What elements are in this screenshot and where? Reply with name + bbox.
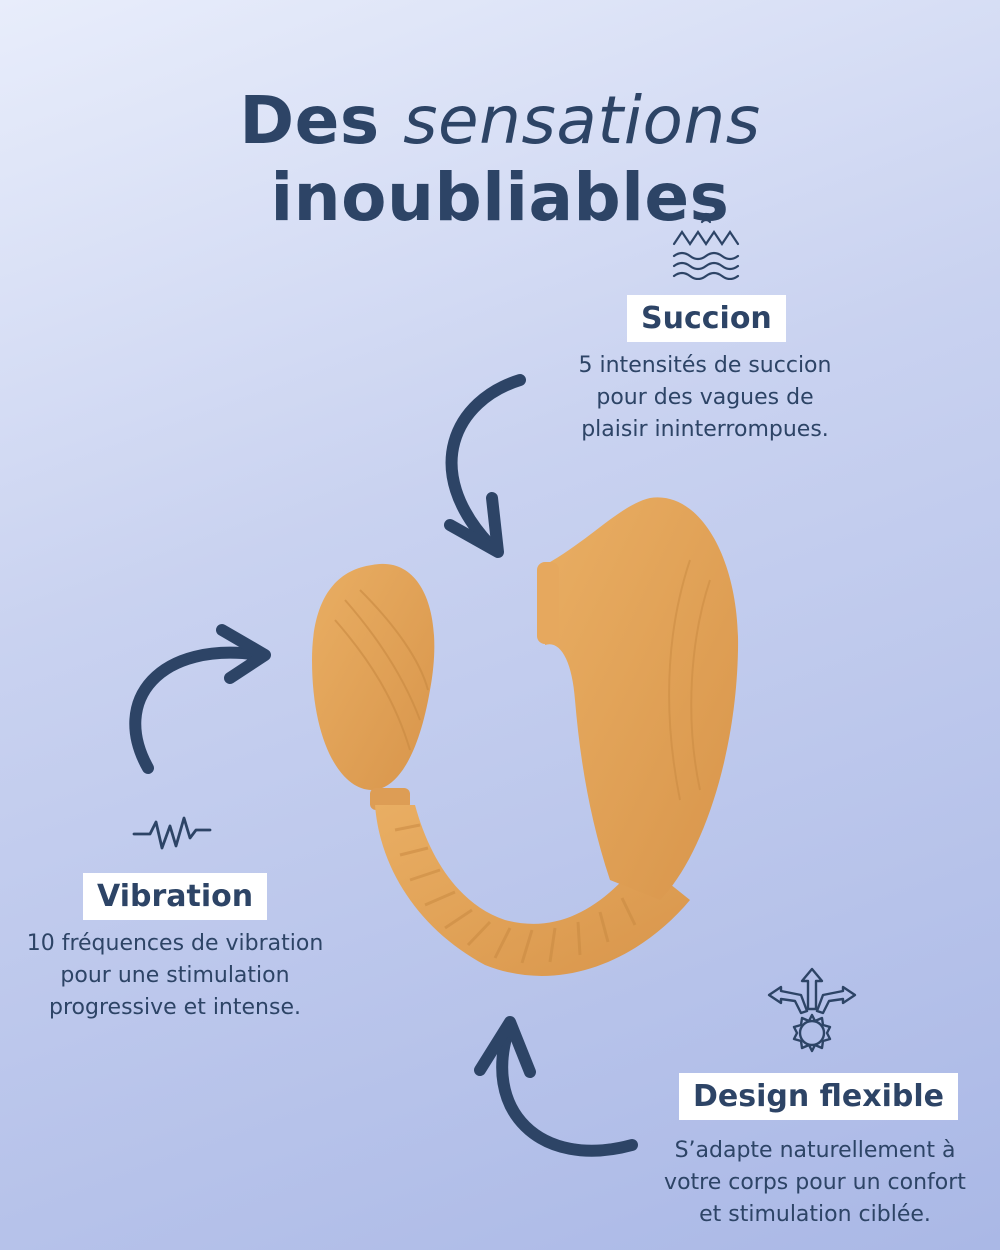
feature-label-vibration: Vibration [83, 873, 268, 920]
feature-desc-vibration: 10 fréquences de vibration pour une stim… [10, 928, 340, 1024]
feature-desc-line: 10 fréquences de vibration [26, 931, 324, 956]
feature-desc-line: votre corps pour un confort [664, 1170, 966, 1195]
arrow-bottom-icon [474, 1016, 638, 1157]
pulse-icon [132, 816, 212, 850]
arrow-left-icon [129, 624, 271, 774]
feature-desc-line: plaisir ininterrompues. [581, 417, 829, 442]
feature-desc-succion: 5 intensités de succion pour des vagues … [540, 350, 870, 446]
feature-desc-line: pour une stimulation [60, 963, 290, 988]
arrow-top-icon [444, 374, 526, 558]
waves-icon [672, 212, 740, 280]
feature-desc-line: 5 intensités de succion [578, 353, 832, 378]
feature-desc-design: S’adapte naturellement à votre corps pou… [640, 1135, 990, 1231]
title-part-3: inoubliables [270, 159, 730, 236]
feature-desc-line: et stimulation ciblée. [699, 1202, 931, 1227]
feature-label-design: Design flexible [679, 1073, 958, 1120]
feature-desc-line: progressive et intense. [49, 995, 301, 1020]
title-part-2: sensations [403, 82, 761, 159]
feature-desc-line: pour des vagues de [596, 385, 814, 410]
feature-label-succion: Succion [627, 295, 786, 342]
page-title: Des sensations inoubliables [0, 82, 1000, 236]
title-part-1: Des [239, 82, 380, 159]
product-image [312, 497, 739, 976]
feature-desc-line: S’adapte naturellement à [674, 1138, 956, 1163]
flex-gear-icon [767, 967, 857, 1053]
